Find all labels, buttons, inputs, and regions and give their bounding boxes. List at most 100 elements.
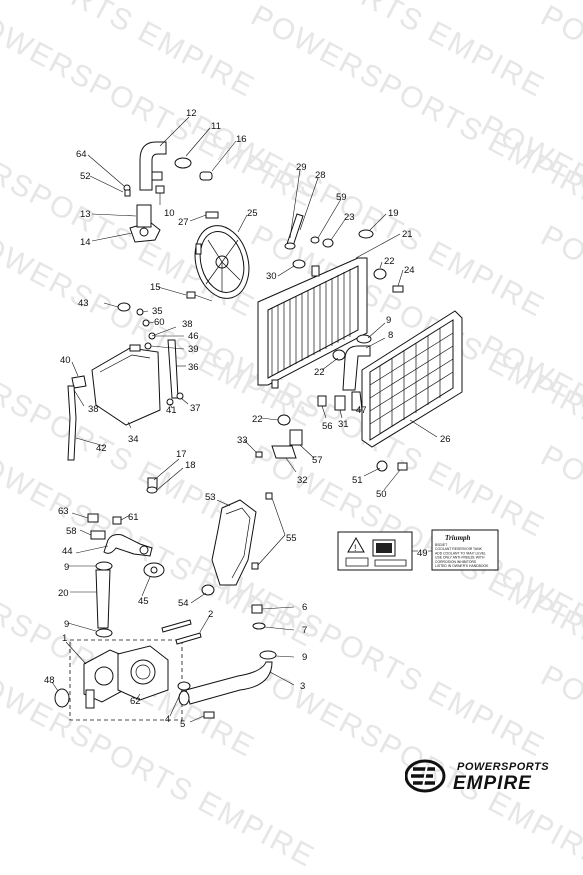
cover-53: [211, 499, 257, 586]
clip-27: [205, 211, 219, 219]
callout-number: 6: [302, 602, 307, 613]
upper-hose: [139, 141, 167, 194]
bracket-57: [289, 429, 303, 446]
card-text-line: USE ONLY ANTI-FREEZE WITH: [435, 556, 485, 560]
screw-15: [186, 291, 196, 299]
callout-number: 2: [208, 609, 213, 620]
pipe-3: [178, 661, 273, 706]
callout-number: 10: [164, 208, 175, 219]
cap-16: [199, 171, 213, 181]
callout-number: 18: [185, 460, 196, 471]
callout-number: 7: [302, 625, 307, 636]
clip-56: [317, 395, 327, 407]
bracket-47: [351, 391, 363, 411]
callout-number: 50: [376, 489, 387, 500]
callout-number: 48: [44, 675, 55, 686]
card-text-line: ADD COOLANT TO 'MAX' LEVEL: [435, 551, 486, 555]
callout-number: 5: [180, 719, 185, 730]
bracket-32: [271, 445, 297, 459]
grommet-22c: [277, 414, 291, 426]
washer-18: [146, 486, 158, 494]
callout-number: 9: [64, 562, 69, 573]
callout-number: 37: [190, 403, 201, 414]
leader-lines: [51, 116, 438, 723]
bolt-24: [392, 285, 404, 293]
callout-number: 22: [384, 256, 395, 267]
callout-number: 59: [336, 192, 347, 203]
callout-number: 22: [314, 367, 325, 378]
callout-number: 38: [182, 319, 193, 330]
callout-number: 44: [62, 546, 73, 557]
callout-number: 39: [188, 344, 199, 355]
washer-51: [376, 460, 388, 472]
callout-number: 62: [130, 696, 141, 707]
callout-number: 26: [440, 434, 451, 445]
card-text-line: CORROSION INHIBITORS: [435, 560, 477, 564]
clip-11: [174, 157, 192, 169]
callout-number: 63: [58, 506, 69, 517]
clip-37: [176, 392, 184, 400]
cooling-fan: [194, 225, 250, 299]
callout-number: 47: [356, 405, 367, 416]
gasket-45: [143, 562, 165, 578]
grommet-22a: [373, 268, 387, 280]
brand-line-1: POWERSPORTS: [457, 761, 550, 773]
callout-number: 20: [58, 588, 69, 599]
bolt-55b: [251, 562, 259, 570]
radiator: [257, 257, 368, 389]
bush-19: [358, 229, 374, 239]
clip-39: [144, 342, 152, 350]
callout-number: 23: [344, 212, 355, 223]
callout-number: 9: [64, 619, 69, 630]
callout-number: 31: [338, 419, 349, 430]
bolt-35: [136, 308, 144, 316]
callout-number: 15: [150, 282, 161, 293]
callout-number: 14: [80, 237, 91, 248]
callout-number: 55: [286, 533, 297, 544]
callout-number: 64: [76, 149, 87, 160]
pump-cover-62: [117, 645, 169, 701]
bolt-17: [147, 477, 158, 489]
pipe-44: [103, 534, 153, 557]
callout-number: 32: [297, 475, 308, 486]
clip-41: [166, 398, 174, 406]
pump-assembly-outline: [69, 639, 183, 721]
callout-number: 22: [252, 414, 263, 425]
grommet-54: [201, 584, 215, 596]
callout-number: 4: [165, 714, 170, 725]
callout-number: 45: [138, 596, 149, 607]
callout-number: 46: [188, 331, 199, 342]
callout-number: 29: [296, 162, 307, 173]
hose-20: [95, 569, 111, 629]
card-text-line: LISTED IN OWNER'S HANDBOOK: [435, 564, 489, 568]
card-text-line: COOLANT RESERVOIR TANK: [435, 547, 483, 551]
callout-number: 28: [315, 170, 326, 181]
clip-59: [310, 236, 320, 244]
cap-43: [117, 302, 131, 312]
card-brand: Triumph: [445, 534, 471, 542]
callout-number: 11: [211, 121, 221, 132]
callout-number: 19: [388, 208, 399, 219]
callout-number: 52: [80, 171, 91, 182]
fitting-58: [90, 530, 106, 540]
callout-number: 24: [404, 265, 415, 276]
bolt-50: [397, 462, 408, 471]
callout-number: 58: [66, 526, 77, 537]
callout-number: 51: [352, 475, 363, 486]
thermostat-housing: [129, 204, 161, 243]
warning-label-49: !: [337, 531, 413, 571]
bolt-33: [255, 451, 263, 458]
callout-number: 21: [402, 229, 413, 240]
bolt-5: [203, 711, 215, 719]
washer-60: [142, 319, 150, 327]
callout-number: 41: [166, 405, 177, 416]
callout-number: 27: [178, 217, 189, 228]
brand-line-2: EMPIRE: [453, 773, 532, 794]
callout-number: 16: [236, 134, 247, 145]
callout-number: 9: [386, 315, 391, 326]
clip-9c: [259, 650, 277, 660]
washer-7: [252, 622, 266, 630]
